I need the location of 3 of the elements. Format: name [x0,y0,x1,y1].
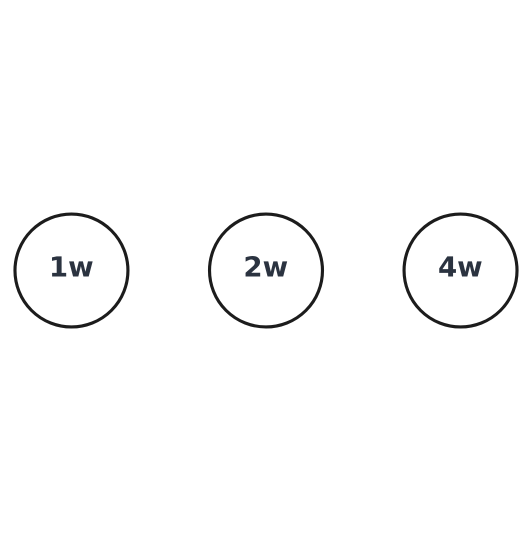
node-circle: 4w [402,212,519,329]
node-circle: 1w [13,212,130,329]
node-circle: 2w [208,212,324,329]
